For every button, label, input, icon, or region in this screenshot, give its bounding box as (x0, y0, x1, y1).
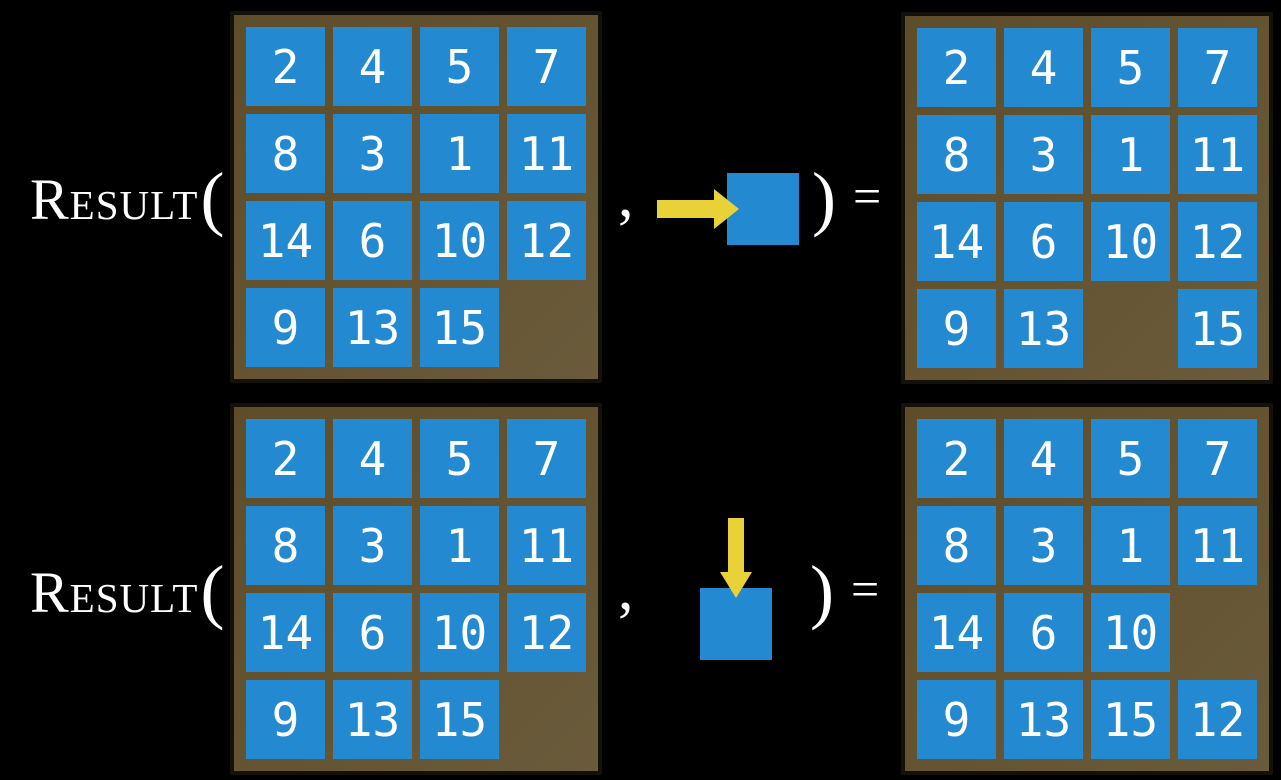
puzzle-tile-10: 10 (1091, 202, 1170, 281)
puzzle-tile-7: 7 (507, 27, 586, 106)
puzzle-tile-11: 11 (1178, 506, 1257, 585)
puzzle-tile-8: 8 (246, 114, 325, 193)
puzzle-tile-5: 5 (1091, 419, 1170, 498)
puzzle-tile-5: 5 (420, 419, 499, 498)
down-arrow-head-icon (720, 572, 752, 598)
function-name: Result (30, 560, 199, 625)
puzzle-tile-9: 9 (246, 680, 325, 759)
puzzle-tile-2: 2 (917, 419, 996, 498)
puzzle-tile-1: 1 (420, 114, 499, 193)
puzzle-tile-10: 10 (1091, 593, 1170, 672)
puzzle-tile-5: 5 (1091, 28, 1170, 107)
puzzle-tile-12: 12 (507, 593, 586, 672)
close-paren: ) (812, 158, 836, 238)
puzzle-tile-4: 4 (1004, 419, 1083, 498)
puzzle-tile-1: 1 (1091, 506, 1170, 585)
puzzle-tile-3: 3 (333, 506, 412, 585)
result-call-1: Result( (30, 158, 224, 242)
right-arrow-icon (657, 200, 715, 218)
puzzle-tile-11: 11 (1178, 115, 1257, 194)
puzzle-tile-10: 10 (420, 201, 499, 280)
puzzle-tile-3: 3 (1004, 506, 1083, 585)
action-tile-1 (727, 173, 799, 245)
puzzle-tile-15: 15 (420, 680, 499, 759)
puzzle-tile-6: 6 (333, 593, 412, 672)
right-arrow-head-icon (714, 189, 739, 229)
puzzle-tile-7: 7 (507, 419, 586, 498)
puzzle-tile-7: 7 (1178, 419, 1257, 498)
puzzle-tile-13: 13 (1004, 289, 1083, 368)
down-arrow-icon (728, 518, 744, 574)
empty-cell (507, 680, 586, 759)
puzzle-tile-4: 4 (333, 419, 412, 498)
puzzle-tile-9: 9 (917, 289, 996, 368)
puzzle-tile-8: 8 (246, 506, 325, 585)
puzzle-tile-13: 13 (1004, 680, 1083, 759)
puzzle-tile-15: 15 (1178, 289, 1257, 368)
puzzle-tile-12: 12 (1178, 202, 1257, 281)
puzzle-tile-3: 3 (333, 114, 412, 193)
puzzle-tile-8: 8 (917, 506, 996, 585)
puzzle-tile-5: 5 (420, 27, 499, 106)
puzzle-tile-6: 6 (1004, 202, 1083, 281)
puzzle-tile-8: 8 (917, 115, 996, 194)
empty-cell (1091, 289, 1170, 368)
puzzle-tile-3: 3 (1004, 115, 1083, 194)
equals-sign: = (850, 561, 880, 617)
puzzle-tile-1: 1 (1091, 115, 1170, 194)
function-name: Result (30, 167, 199, 232)
close-paren: ) (810, 551, 834, 631)
puzzle-tile-7: 7 (1178, 28, 1257, 107)
puzzle-tile-6: 6 (333, 201, 412, 280)
puzzle-tile-11: 11 (507, 506, 586, 585)
open-paren: ( (200, 551, 225, 631)
open-paren: ( (200, 158, 225, 238)
close-equals-1: ) = (810, 158, 881, 242)
puzzle-tile-9: 9 (917, 680, 996, 759)
puzzle-tile-14: 14 (917, 593, 996, 672)
puzzle-tile-6: 6 (1004, 593, 1083, 672)
puzzle-tile-2: 2 (246, 419, 325, 498)
puzzle-tile-15: 15 (420, 288, 499, 367)
close-equals-2: ) = (808, 551, 879, 635)
puzzle-tile-1: 1 (420, 506, 499, 585)
puzzle-tile-2: 2 (246, 27, 325, 106)
equals-sign: = (852, 168, 882, 224)
puzzle-tile-13: 13 (333, 288, 412, 367)
result-call-2: Result( (30, 551, 224, 635)
puzzle-tile-12: 12 (1178, 680, 1257, 759)
action-tile-2 (700, 588, 772, 660)
puzzle-tile-4: 4 (1004, 28, 1083, 107)
puzzle-tile-12: 12 (507, 201, 586, 280)
puzzle-tile-14: 14 (246, 593, 325, 672)
puzzle-tile-15: 15 (1091, 680, 1170, 759)
comma-separator-1: , (618, 162, 634, 230)
puzzle-tile-14: 14 (917, 202, 996, 281)
empty-cell (507, 288, 586, 367)
puzzle-tile-2: 2 (917, 28, 996, 107)
puzzle-tile-11: 11 (507, 114, 586, 193)
puzzle-tile-14: 14 (246, 201, 325, 280)
puzzle-tile-4: 4 (333, 27, 412, 106)
puzzle-tile-13: 13 (333, 680, 412, 759)
empty-cell (1178, 593, 1257, 672)
puzzle-tile-9: 9 (246, 288, 325, 367)
comma-separator-2: , (618, 555, 634, 623)
puzzle-tile-10: 10 (420, 593, 499, 672)
